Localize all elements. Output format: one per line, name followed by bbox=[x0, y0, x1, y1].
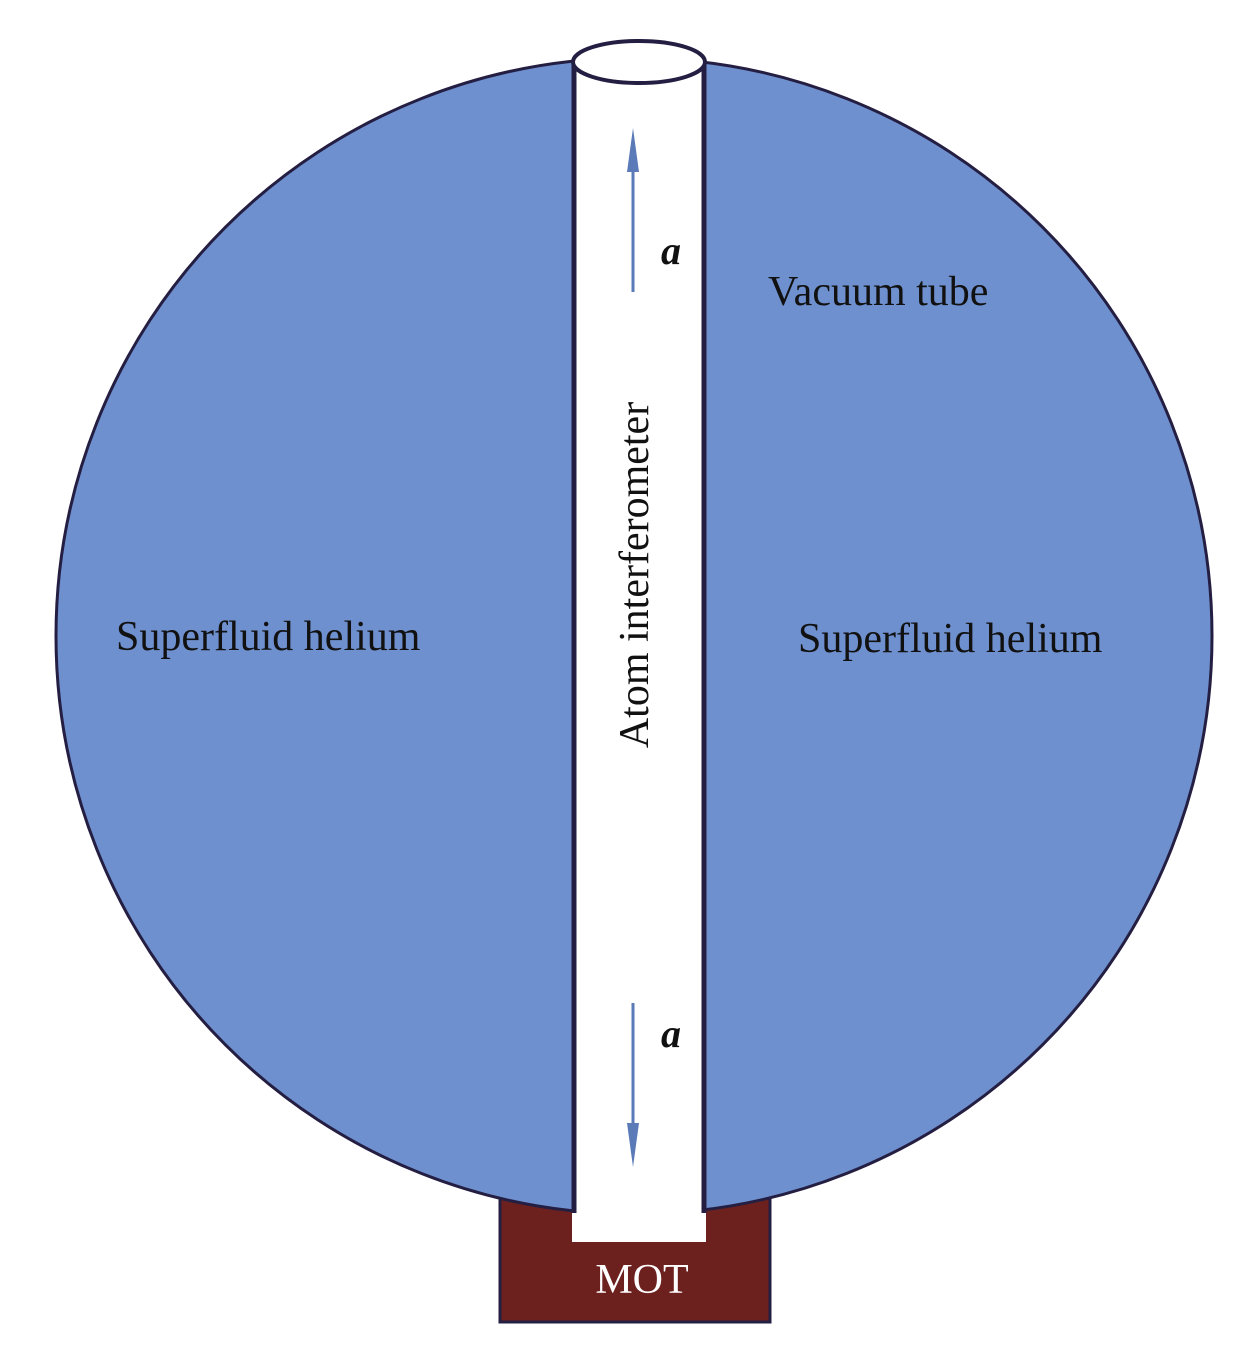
tube-opening bbox=[571, 39, 707, 85]
mot-label: MOT bbox=[595, 1257, 688, 1303]
atom-interferometer-label: Atom interferometer bbox=[612, 402, 658, 748]
arrow-up bbox=[627, 128, 639, 292]
superfluid-left-label: Superfluid helium bbox=[116, 614, 421, 660]
vacuum-tube bbox=[572, 62, 706, 1242]
vacuum-tube-label: Vacuum tube bbox=[768, 269, 988, 315]
arrow-down bbox=[627, 1003, 639, 1167]
superfluid-right-label: Superfluid helium bbox=[798, 616, 1103, 662]
accel-down-label: a bbox=[661, 1011, 681, 1056]
accel-up-label: a bbox=[661, 228, 681, 273]
